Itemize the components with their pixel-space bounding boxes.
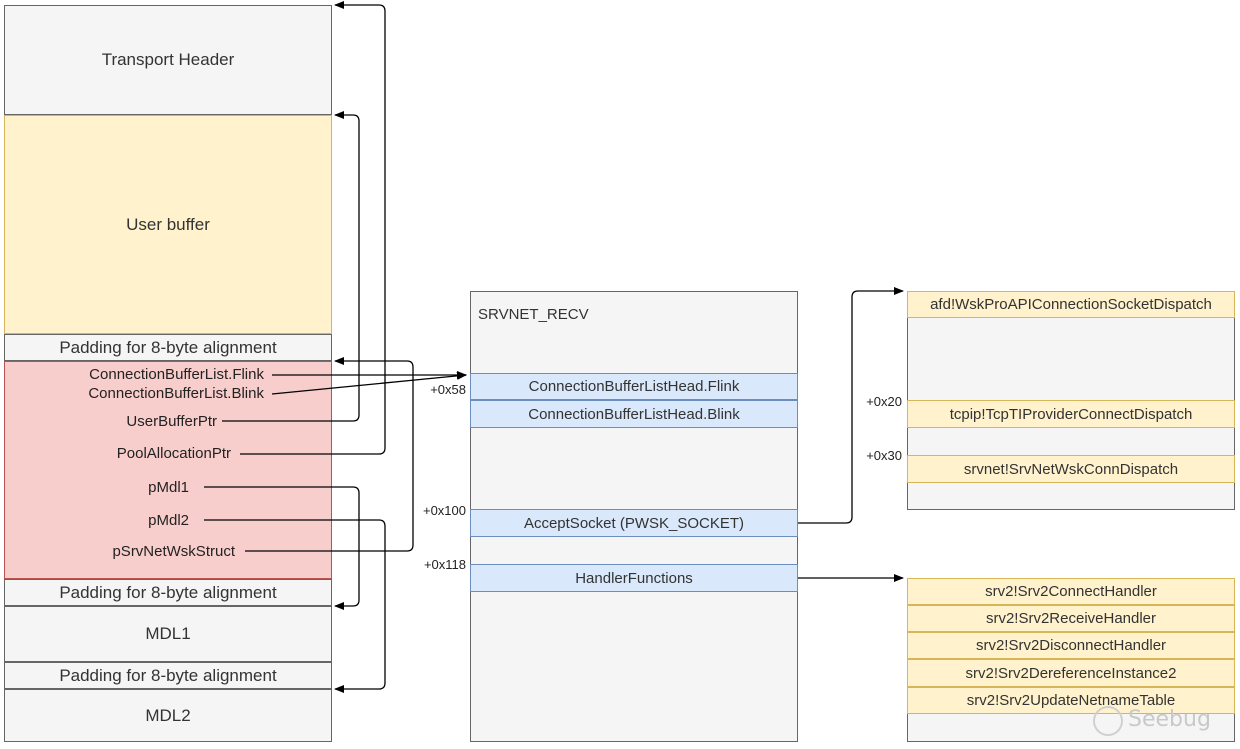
handler-row-dereference: srv2!Srv2DereferenceInstance2: [907, 659, 1235, 687]
offset-0x118: +0x118: [423, 557, 466, 572]
watermark-text: Seebug: [1128, 707, 1211, 732]
handler-label-dereference: srv2!Srv2DereferenceInstance2: [965, 664, 1177, 682]
srvnet-recv-title: SRVNET_RECV: [478, 306, 589, 323]
arrow-psrvnetwskstruct-to-header: [245, 357, 414, 552]
row-acceptsocket: AcceptSocket (PWSK_SOCKET): [470, 509, 798, 537]
arrow-userbufferptr-to-user-buffer: [222, 111, 360, 422]
row-connectionbufferlisthead-flink: ConnectionBufferListHead.Flink: [470, 373, 798, 400]
dispatch-label-afd: afd!WskProAPIConnectionSocketDispatch: [930, 296, 1212, 313]
handler-label-updatenetname: srv2!Srv2UpdateNetnameTable: [966, 692, 1176, 709]
row-connectionbufferlisthead-blink: ConnectionBufferListHead.Blink: [470, 400, 798, 428]
row-label-handlerfunctions: HandlerFunctions: [575, 569, 693, 587]
watermark-logo: [1093, 706, 1123, 736]
field-pmdl1: pMdl1: [148, 479, 189, 496]
mdl2-block: MDL2: [4, 689, 332, 742]
dispatch-row-tcpip: tcpip!TcpTIProviderConnectDispatch: [907, 400, 1235, 428]
padding-label-2: Padding for 8-byte alignment: [59, 582, 277, 602]
row-handlerfunctions: HandlerFunctions: [470, 564, 798, 592]
offset-0x58: +0x58: [430, 382, 466, 397]
field-connectionbufferlist-flink: ConnectionBufferList.Flink: [89, 366, 264, 383]
handler-row-updatenetname: srv2!Srv2UpdateNetnameTable: [907, 687, 1235, 714]
field-pmdl2: pMdl2: [148, 512, 189, 529]
padding-label-1: Padding for 8-byte alignment: [59, 337, 277, 357]
handler-label-receive: srv2!Srv2ReceiveHandler: [985, 610, 1157, 627]
row-label-flink: ConnectionBufferListHead.Flink: [528, 378, 740, 395]
field-userbufferptr: UserBufferPtr: [126, 413, 217, 430]
mdl1-block: MDL1: [4, 606, 332, 662]
mdl2-label: MDL2: [145, 705, 191, 725]
padding-block-2: Padding for 8-byte alignment: [4, 579, 332, 606]
dispatch-label-tcpip: tcpip!TcpTIProviderConnectDispatch: [949, 405, 1193, 423]
padding-block-3: Padding for 8-byte alignment: [4, 662, 332, 689]
field-connectionbufferlist-blink: ConnectionBufferList.Blink: [88, 385, 264, 402]
handler-row-connect: srv2!Srv2ConnectHandler: [907, 578, 1235, 605]
arrow-pmdl1-to-mdl1: [204, 486, 360, 610]
offset-0x20: +0x20: [866, 394, 902, 409]
handler-row-disconnect: srv2!Srv2DisconnectHandler: [907, 632, 1235, 659]
transport-header-label: Transport Header: [101, 50, 235, 69]
arrow-acceptsocket-to-dispatch-table: [798, 287, 904, 524]
handler-label-connect: srv2!Srv2ConnectHandler: [985, 583, 1157, 600]
user-buffer-block: User buffer: [4, 115, 332, 334]
arrow-pmdl2-to-mdl2: [204, 519, 386, 693]
row-label-acceptsocket: AcceptSocket (PWSK_SOCKET): [523, 514, 745, 532]
handler-label-disconnect: srv2!Srv2DisconnectHandler: [975, 637, 1167, 654]
mdl1-label: MDL1: [145, 624, 191, 643]
dispatch-row-srvnet: srvnet!SrvNetWskConnDispatch: [907, 455, 1235, 483]
transport-header-block: Transport Header: [4, 5, 332, 115]
offset-0x100: +0x100: [422, 503, 466, 518]
handler-row-receive: srv2!Srv2ReceiveHandler: [907, 605, 1235, 632]
dispatch-label-srvnet: srvnet!SrvNetWskConnDispatch: [963, 460, 1179, 478]
arrow-poolallocationptr-to-transport-header: [240, 1, 386, 455]
padding-block-1: Padding for 8-byte alignment: [4, 334, 332, 361]
user-buffer-label: User buffer: [126, 214, 210, 234]
srvnet-buffer-header-block: [4, 361, 332, 579]
field-poolallocationptr: PoolAllocationPtr: [116, 445, 231, 462]
field-psrvnetwskstruct: pSrvNetWskStruct: [112, 543, 235, 560]
row-label-blink: ConnectionBufferListHead.Blink: [528, 405, 740, 423]
arrow-blink-to-srvnet-recv: [271, 371, 467, 395]
offset-0x30: +0x30: [866, 448, 902, 463]
padding-label-3: Padding for 8-byte alignment: [59, 665, 277, 685]
dispatch-row-afd: afd!WskProAPIConnectionSocketDispatch: [907, 291, 1235, 318]
